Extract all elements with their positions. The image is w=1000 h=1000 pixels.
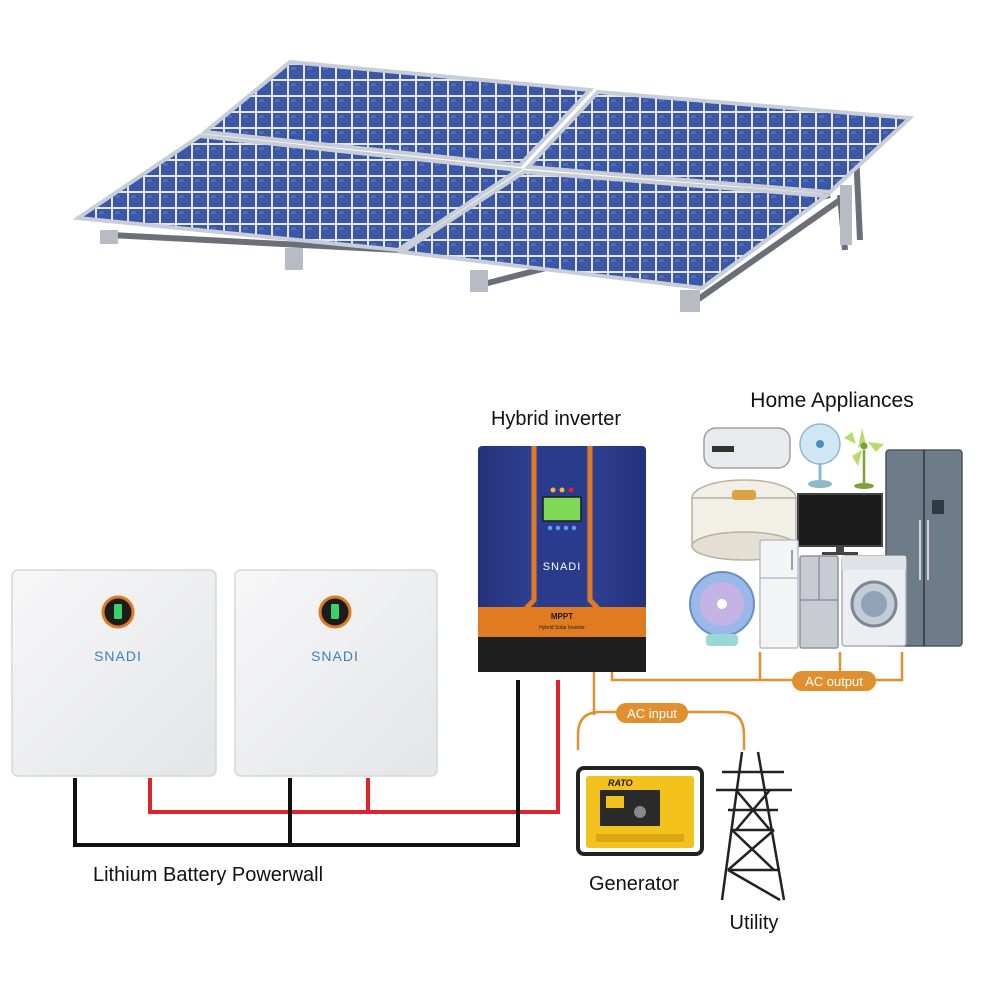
dc-positive-wire <box>148 680 560 814</box>
solar-panel-right-front <box>396 169 832 291</box>
hybrid-inverter: SNADI MPPT Hybrid Solar Inverter <box>478 446 646 672</box>
dc-negative-wire <box>73 680 520 847</box>
inverter-lcd-screen <box>542 496 582 522</box>
solar-panel-left-back <box>200 59 595 168</box>
fridge-silver-icon <box>799 555 839 649</box>
battery-label: Lithium Battery Powerwall <box>93 864 323 886</box>
battery-unit-2: SNADI <box>234 569 438 777</box>
battery-unit-1: SNADI <box>11 569 217 777</box>
ac-output-wire <box>610 652 904 682</box>
svg-text:AC input: AC input <box>627 706 677 721</box>
ac-output-badge: AC output <box>792 671 876 691</box>
panel-feet <box>100 185 852 312</box>
solar-panel-left-front <box>72 133 524 253</box>
generator-icon: RATO <box>576 766 704 856</box>
svg-text:Hybrid Solar Inverter: Hybrid Solar Inverter <box>539 625 585 631</box>
television-icon <box>797 493 883 555</box>
svg-text:MPPT: MPPT <box>551 612 573 621</box>
dc-wiring <box>73 680 560 847</box>
water-heater-icon <box>703 427 791 469</box>
home-appliances-label: Home Appliances <box>750 389 913 412</box>
svg-text:AC output: AC output <box>805 674 863 689</box>
ac-input-badge: AC input <box>616 703 688 723</box>
standing-fan-icon <box>844 428 884 489</box>
home-appliances-group <box>689 423 963 649</box>
fridge-white-icon <box>759 539 799 649</box>
table-fan-icon <box>689 571 755 646</box>
power-tower-icon <box>716 751 792 902</box>
desk-fan-icon <box>799 423 841 488</box>
rice-cooker-icon <box>691 479 797 561</box>
washing-machine-icon <box>841 555 907 647</box>
hybrid-inverter-label: Hybrid inverter <box>491 408 621 430</box>
solar-panel-array <box>72 59 915 312</box>
svg-text:RATO: RATO <box>608 778 633 788</box>
svg-text:SNADI: SNADI <box>311 648 359 664</box>
utility-label: Utility <box>730 912 779 934</box>
generator-label: Generator <box>589 873 679 895</box>
svg-text:SNADI: SNADI <box>94 648 142 664</box>
solar-panel-right-back <box>523 89 915 195</box>
svg-text:SNADI: SNADI <box>543 561 582 573</box>
